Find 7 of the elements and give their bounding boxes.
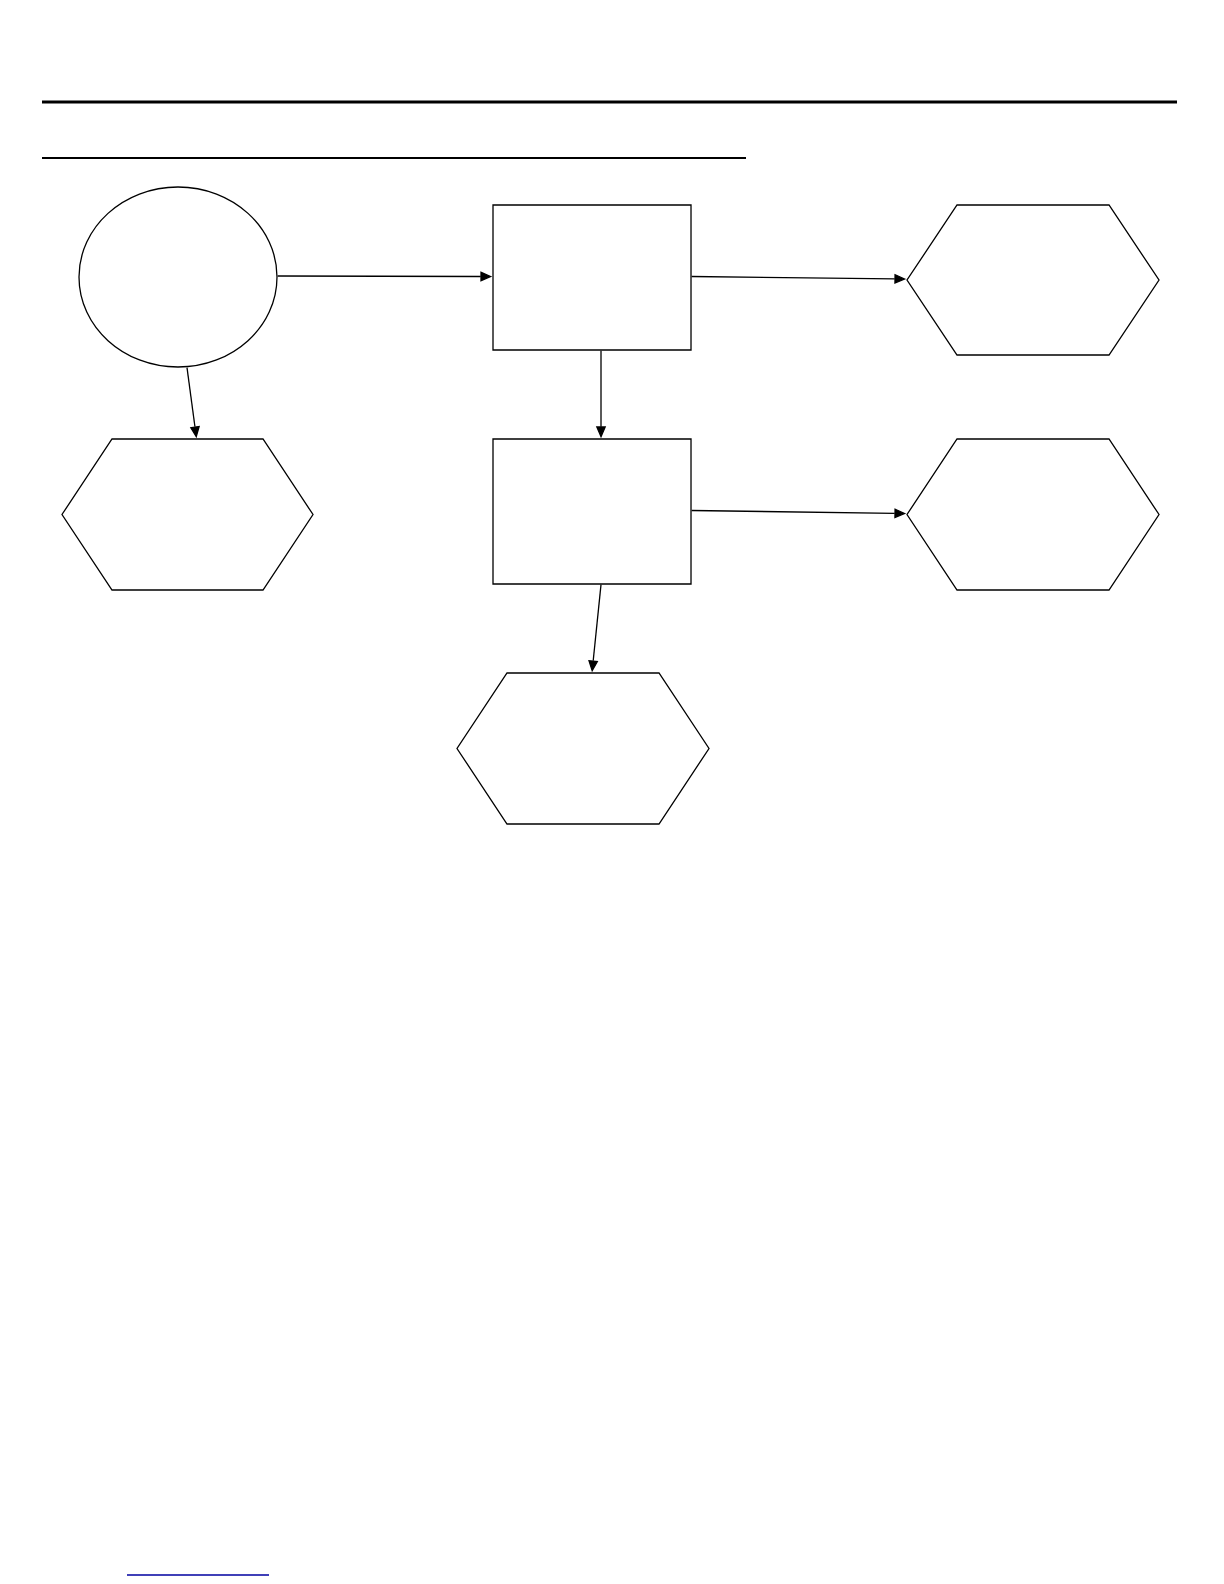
ellipse-node	[78, 186, 278, 368]
hexagon-node	[456, 672, 710, 825]
hexagon-node	[61, 438, 314, 591]
process-box	[492, 438, 692, 585]
hexagon-node	[906, 204, 1160, 356]
hexagon-node	[906, 438, 1160, 591]
process-box	[492, 204, 692, 351]
